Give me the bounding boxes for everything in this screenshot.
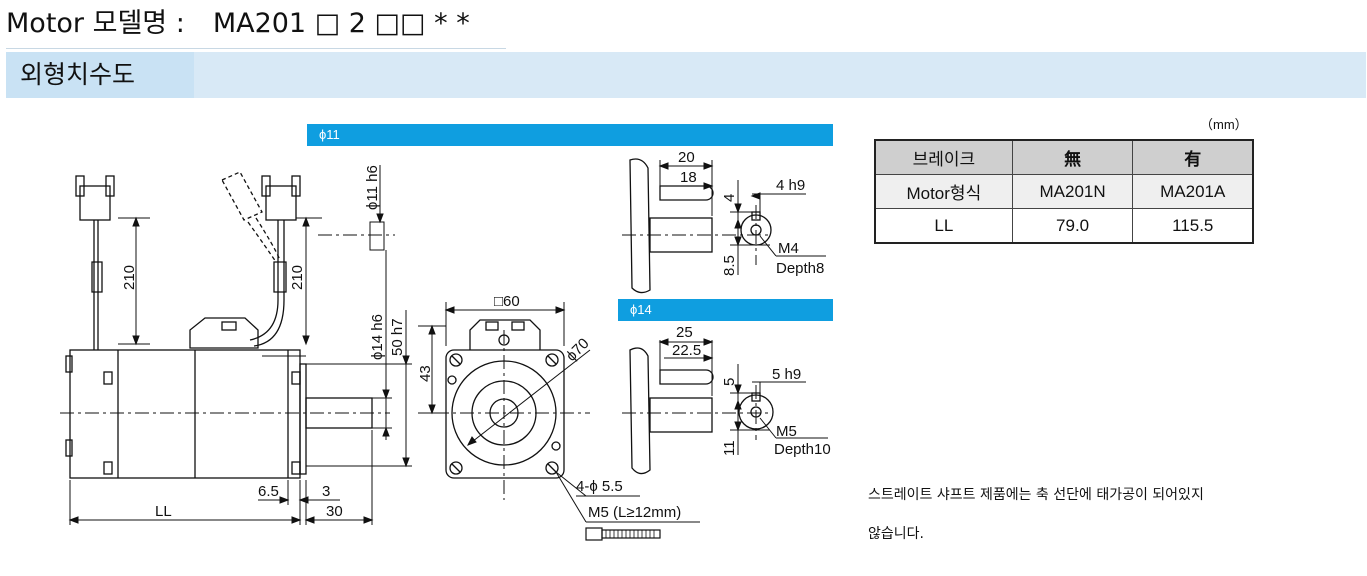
- cable-connector-left: [79, 185, 111, 221]
- unit-label: （mm）: [1200, 117, 1248, 132]
- spec-table: 브레이크 無 有 Motor형식 MA201N MA201A LL 79.0 1…: [874, 139, 1254, 244]
- k1-depth: Depth8: [776, 260, 824, 277]
- shaft-tag-phi11: ϕ11: [307, 124, 833, 146]
- k2-5: 5: [721, 378, 738, 386]
- shaft-end: [489, 398, 519, 428]
- table-cell: MA201N: [1011, 174, 1134, 209]
- note-line-2: 않습니다.: [868, 526, 924, 542]
- dim-phi70: ϕ70: [563, 335, 593, 365]
- hole-spec: 4-ϕ 5.5: [576, 478, 623, 495]
- section-header: 외형치수도: [6, 52, 1366, 98]
- k2-11: 11: [721, 440, 738, 456]
- table-row: Motor형식 MA201N MA201A: [874, 174, 1254, 209]
- shaft-tag-phi14: ϕ14: [618, 299, 833, 321]
- k1-key: 4 h9: [776, 177, 805, 194]
- title-divider: [6, 48, 506, 49]
- dim-6-5: 6.5: [258, 483, 279, 500]
- dim-210-right: 210: [289, 265, 306, 290]
- model-prefix: Motor 모델명 :: [6, 8, 185, 39]
- dim-50-h7: 50 h7: [389, 318, 406, 356]
- dim-phi11-h6: ϕ11 h6: [364, 165, 381, 210]
- k1-4: 4: [721, 194, 738, 202]
- table-header-cell: 有: [1132, 139, 1254, 175]
- dim-sq60: □60: [494, 293, 520, 310]
- table-cell: 79.0: [1011, 208, 1134, 244]
- motor-flange-front: [445, 349, 565, 479]
- note-line-1: 스트레이트 샤프트 제품에는 축 선단에 태가공이 되어있지: [868, 487, 1204, 503]
- k1-8-5: 8.5: [721, 255, 738, 276]
- k2-tap: M5: [776, 423, 797, 440]
- k2-25: 25: [676, 324, 693, 341]
- dim-phi14-h6: ϕ14 h6: [369, 314, 386, 360]
- k1-18: 18: [680, 169, 697, 186]
- table-cell: 115.5: [1132, 208, 1254, 244]
- dim-43: 43: [417, 365, 434, 382]
- table-cell: LL: [874, 208, 1013, 244]
- dim-210-left: 210: [121, 265, 138, 290]
- model-code: MA201 □ 2 □□ * *: [212, 8, 470, 39]
- k1-tap: M4: [778, 240, 799, 257]
- table-row: LL 79.0 115.5: [874, 208, 1254, 244]
- motor-body: [69, 349, 301, 479]
- k2-22-5: 22.5: [672, 342, 701, 359]
- dim-ll: LL: [155, 503, 172, 520]
- table-header-cell: 無: [1011, 139, 1134, 175]
- dim-30: 30: [326, 503, 343, 520]
- table-header-cell: 브레이크: [874, 139, 1013, 175]
- k2-depth: Depth10: [774, 441, 831, 458]
- cable-connector-right: [265, 185, 297, 221]
- table-cell: Motor형식: [874, 174, 1013, 209]
- k2-key: 5 h9: [772, 366, 801, 383]
- flange-pilot: [451, 360, 557, 466]
- section-title: 외형치수도: [6, 52, 194, 98]
- k1-20: 20: [678, 149, 695, 166]
- page-title: Motor 모델명 : MA201 □ 2 □□ * *: [6, 2, 506, 46]
- bolt-spec: M5 (L≥12mm): [588, 504, 681, 521]
- table-cell: MA201A: [1132, 174, 1254, 209]
- dim-3: 3: [322, 483, 330, 500]
